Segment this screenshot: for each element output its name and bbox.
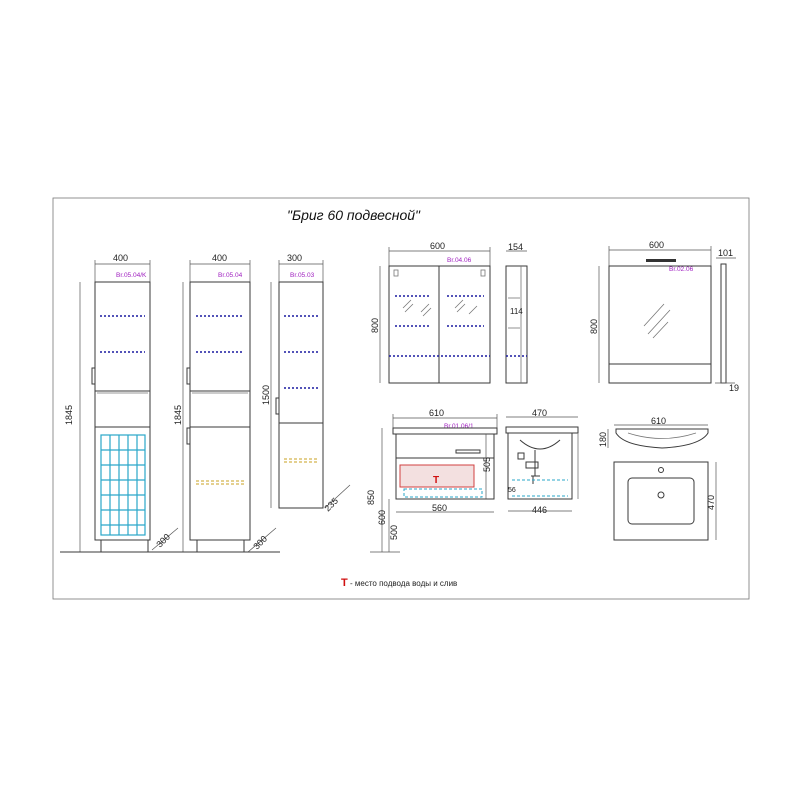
mirror-height: 800 — [589, 319, 599, 334]
cabinet1-depth: 300 — [154, 532, 172, 550]
vanity-side-inner-depth: 446 — [532, 505, 547, 515]
cabinet3-code: Br.05.03 — [290, 272, 315, 279]
vanity-br-01-06-1: 610 Br.01.06/1 T 560 505 850 600 500 — [366, 408, 498, 553]
cabinet1-code: Br.05.04/K — [116, 272, 147, 279]
cabinet3-width: 300 — [287, 253, 302, 263]
drawing-frame — [52, 197, 750, 600]
mirror-cabinet-height: 800 — [370, 318, 380, 333]
cabinet2-width: 400 — [212, 253, 227, 263]
washbasin-side-height: 180 — [598, 432, 608, 447]
mirror-cabinet-inner-depth: 114 — [510, 307, 523, 316]
vanity-floor-bottom: 500 — [389, 525, 399, 540]
mirror-lamp — [646, 259, 676, 262]
vanity-side-offset: 56 — [508, 487, 516, 494]
vanity-side-view: 470 56 446 — [505, 408, 579, 515]
vanity-code: Br.01.06/1 — [444, 423, 474, 430]
cabinet-br-05-04-k: 400 Br.05.04/K 1845 300 — [64, 253, 179, 552]
vanity-floor-top: 600 — [377, 510, 387, 525]
vanity-floor-total: 850 — [366, 490, 376, 505]
cabinet2-height: 1845 — [173, 405, 183, 425]
mirror-code: Br.02.06 — [669, 266, 694, 273]
mirror-width: 600 — [649, 240, 664, 250]
mirror-cabinet-depth: 154 — [508, 242, 523, 252]
mirror-cabinet-br-04-06: 600 Br.04.06 800 154 114 — [370, 241, 528, 384]
cabinet-br-05-04: 400 Br.05.04 1845 300 — [173, 253, 277, 553]
vanity-side-depth: 470 — [532, 408, 547, 418]
vanity-inner-width: 560 — [432, 503, 447, 513]
legend: T - место подвода воды и слив — [341, 577, 457, 589]
cabinet1-width: 400 — [113, 253, 128, 263]
cabinet3-height: 1500 — [261, 385, 271, 405]
legend-text: - место подвода воды и слив — [350, 579, 457, 588]
mirror-cabinet-code: Br.04.06 — [447, 257, 472, 264]
washbasin-depth: 470 — [706, 495, 716, 510]
washbasin: 610 180 470 — [598, 416, 717, 541]
legend-marker: T — [341, 577, 348, 589]
mirror-br-02-06: 600 Br.02.06 800 101 19 — [589, 240, 739, 393]
vanity-width: 610 — [429, 408, 444, 418]
cabinet1-height: 1845 — [64, 405, 74, 425]
washbasin-width: 610 — [651, 416, 666, 426]
vanity-water-marker: T — [433, 475, 439, 486]
mirror-cabinet-width: 600 — [430, 241, 445, 251]
cabinet3-depth: 235 — [322, 496, 340, 514]
vanity-drawer-zone — [399, 464, 475, 488]
cabinet-br-05-03: 300 Br.05.03 1500 235 — [261, 253, 351, 514]
cabinet2-code: Br.05.04 — [218, 272, 243, 279]
drawing-title: "Бриг 60 подвесной" — [287, 207, 421, 223]
mirror-depth: 101 — [718, 248, 733, 258]
mirror-bottom-offset: 19 — [729, 383, 739, 393]
vanity-height: 505 — [482, 457, 492, 472]
